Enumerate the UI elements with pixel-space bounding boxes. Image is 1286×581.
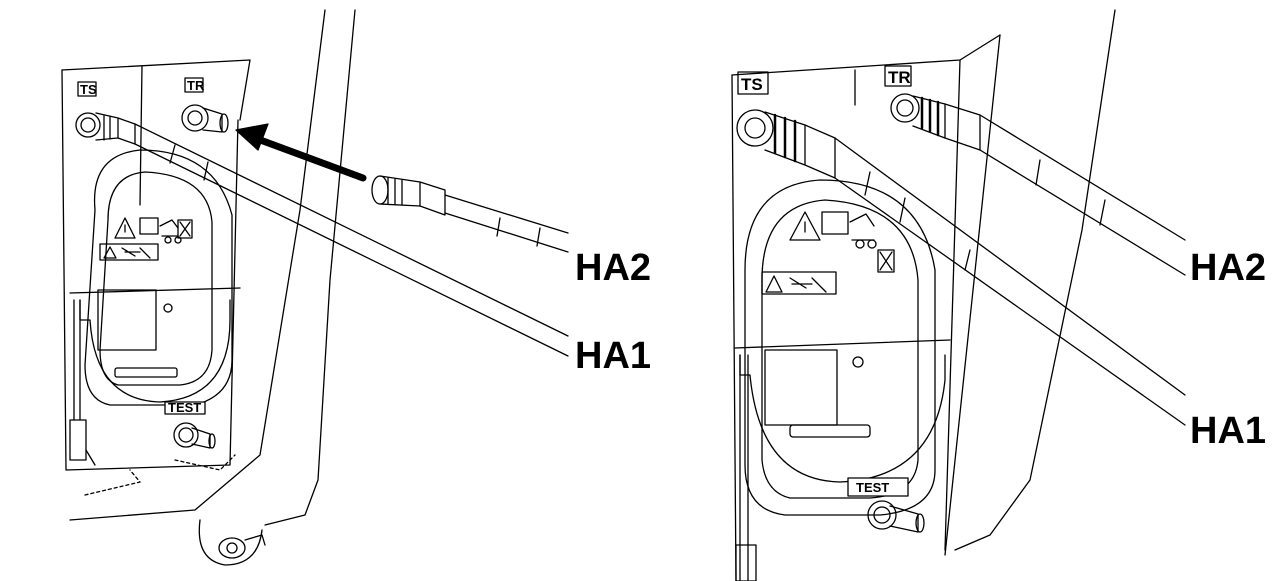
left-test-label: TEST	[168, 400, 201, 415]
left-hose-ha2	[371, 175, 569, 253]
left-connector-panel	[61, 69, 239, 471]
left-connect-arrow	[251, 134, 367, 182]
right-machine-body	[954, 9, 1116, 551]
left-ha2-label: HA2	[575, 247, 651, 289]
left-ts-label: TS	[80, 82, 97, 97]
left-ha1-label: HA1	[575, 335, 651, 377]
right-bracket	[744, 179, 936, 516]
right-ts-connector	[736, 109, 836, 179]
right-tr-label: TR	[888, 68, 911, 87]
left-hose-ha1	[134, 123, 569, 357]
left-bracket	[84, 149, 233, 406]
right-ha2-label: HA2	[1190, 247, 1266, 289]
right-hose-ha1	[834, 137, 1186, 426]
right-test-label: TEST	[856, 480, 889, 495]
left-test-connector	[164, 401, 216, 449]
left-machine-body	[69, 9, 326, 521]
right-ts-label: TS	[741, 75, 763, 94]
left-ts-connector	[75, 112, 136, 145]
left-tr-label: TR	[187, 78, 205, 93]
right-ha1-label: HA1	[1190, 410, 1266, 452]
left-tr-connector	[181, 104, 229, 133]
right-illustration	[731, 9, 1186, 581]
left-illustration	[61, 9, 569, 566]
right-hose-ha2	[979, 114, 1186, 276]
right-tr-connector	[890, 93, 981, 151]
right-test-connector	[847, 477, 925, 533]
right-connector-panel	[731, 59, 961, 581]
